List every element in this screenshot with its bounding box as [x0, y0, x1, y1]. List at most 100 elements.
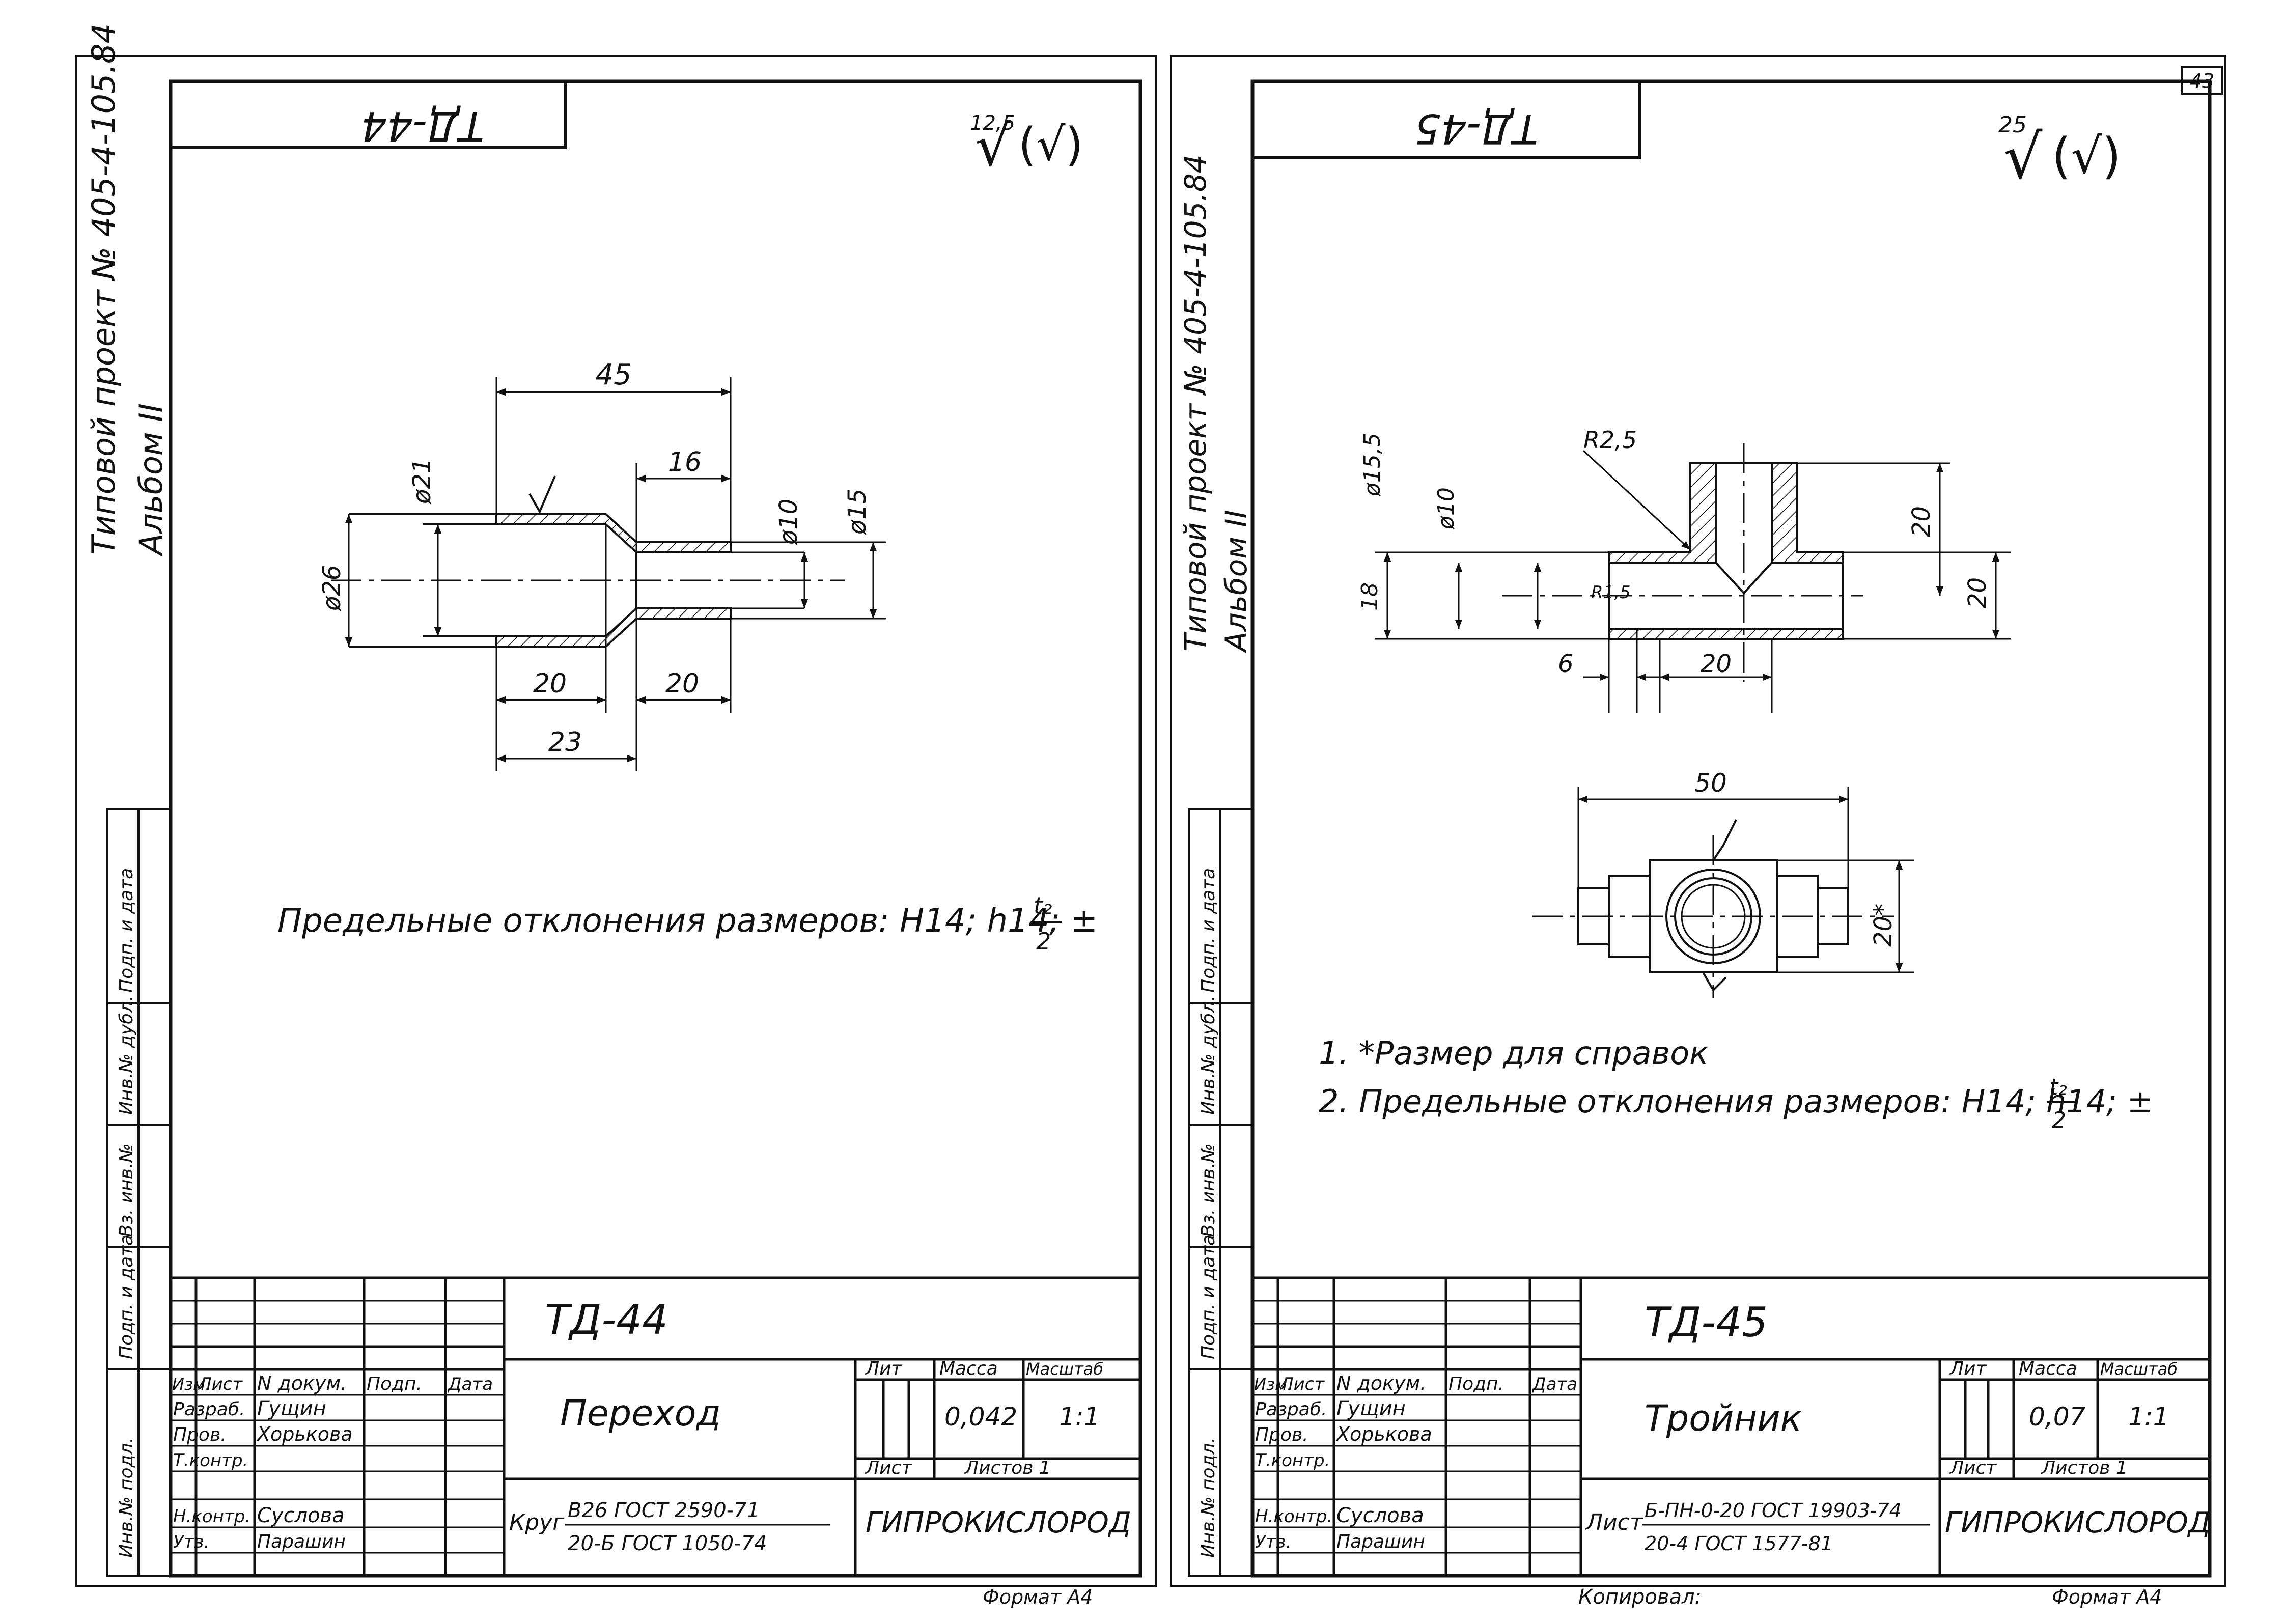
right-tb-h-izm: Изм. [1254, 1375, 1292, 1394]
right-side-col-5: Подп. и дата [1198, 868, 1219, 993]
right-tb-h-list: Лист [1279, 1374, 1325, 1394]
left-tb-r-nk: Н.контр. [173, 1506, 250, 1527]
right-tb-n-razrab: Гущин [1336, 1397, 1406, 1420]
left-title-block [171, 1276, 1140, 1576]
left-tb-n-razrab: Гущин [257, 1397, 326, 1420]
dim-18: 18 [1357, 582, 1383, 611]
left-side-col-3: Вз. инв.№ [116, 1143, 137, 1237]
right-tb-h-podp: Подп. [1448, 1374, 1504, 1394]
copied-by: Копировал: [1578, 1585, 1702, 1609]
right-side-columns [1188, 808, 1253, 1577]
dim-20-left: 20 [533, 668, 567, 699]
right-tb-listov: Листов 1 [2041, 1458, 2128, 1478]
right-tb-material-label: Лист [1585, 1509, 1643, 1535]
dim-20-star: 20* [1869, 904, 1898, 947]
left-tb-h-date: Дата [447, 1374, 493, 1394]
left-tb-r-utv: Утв. [173, 1532, 209, 1552]
dim-50: 50 [1694, 768, 1727, 798]
right-tb-r-utv: Утв. [1255, 1532, 1291, 1552]
left-tb-n-utv: Парашин [257, 1531, 346, 1552]
right-note-1: 1. *Размер для справок [1319, 1034, 1709, 1072]
right-tb-name: Тройник [1645, 1397, 1802, 1439]
right-tb-material-bottom: 20-4 ГОСТ 1577-81 [1645, 1532, 1833, 1555]
left-roughness-value: 12,5 [970, 111, 1015, 135]
dim-phi10-right: ø10 [1433, 487, 1459, 530]
right-tb-h-date: Дата [1531, 1374, 1577, 1394]
left-tb-scale: 1:1 [1059, 1402, 1100, 1432]
left-tb-n-prov: Хорькова [256, 1423, 353, 1445]
right-tb-list: Лист [1949, 1458, 1997, 1478]
right-tb-n-nk: Суслова [1336, 1504, 1424, 1527]
left-tb-r-razrab: Разраб. [173, 1399, 245, 1420]
dim-r25: R2,5 [1583, 426, 1637, 454]
left-tb-material-top: В26 ГОСТ 2590-71 [568, 1499, 760, 1522]
left-roughness-paren: (√) [1018, 118, 1083, 172]
dim-20-bottom: 20 [1701, 650, 1732, 678]
right-title-block [1252, 1276, 2210, 1576]
left-tolerance-note: Предельные отклонения размеров: H14; h14… [277, 902, 1098, 940]
right-tb-scale: 1:1 [2128, 1402, 2169, 1432]
left-tb-h-list: Лист [198, 1374, 243, 1394]
left-side-col-1: Инв.№ подл. [116, 1437, 137, 1558]
left-tb-material-bottom: 20-Б ГОСТ 1050-74 [568, 1532, 767, 1555]
right-sheet: Типовой проект № 405-4-105.84 Альбом II … [1170, 55, 2226, 1609]
right-tb-r-tk: Т.контр. [1255, 1450, 1330, 1471]
dim-23: 23 [548, 727, 582, 758]
dim-r15: R1,5 [1591, 582, 1631, 603]
dim-20-vertical: 20 [1907, 506, 1936, 537]
dim-16: 16 [668, 447, 702, 478]
right-roughness-value: 25 [1998, 112, 2027, 138]
left-tb-list: Лист [865, 1458, 912, 1478]
right-note-2: 2. Предельные отклонения размеров: H14; … [1319, 1083, 2154, 1120]
right-format: Формат А4 [2052, 1586, 2162, 1608]
left-tb-name: Переход [560, 1392, 721, 1434]
left-side-col-2: Подп. и дата [116, 1235, 137, 1359]
left-side-col-4: Инв.№ дубл. [116, 995, 137, 1115]
right-side-col-1: Инв.№ подл. [1198, 1437, 1219, 1558]
right-tb-r-razrab: Разраб. [1255, 1399, 1327, 1420]
dim-phi21: ø21 [408, 458, 436, 505]
left-sheet: Типовой проект № 405-4-105.84 Альбом II … [75, 23, 1157, 1608]
left-format: Формат А4 [983, 1586, 1093, 1608]
left-tb-n-nk: Суслова [257, 1504, 345, 1527]
right-tb-material-top: Б-ПН-0-20 ГОСТ 19903-74 [1645, 1499, 1902, 1522]
right-album-label: Альбом II [1219, 510, 1253, 654]
dim-20-right-end: 20 [1963, 577, 1992, 608]
tee-front-view [1375, 443, 2011, 713]
right-roughness-symbol: √ [2003, 122, 2043, 193]
right-tb-mass: 0,07 [2029, 1402, 2086, 1432]
right-tb-org: ГИПРОКИСЛОРОД [1945, 1506, 2211, 1539]
left-tb-org: ГИПРОКИСЛОРОД [866, 1506, 1131, 1539]
left-tb-material-label: Круг [509, 1509, 565, 1535]
right-tb-code: ТД-45 [1645, 1299, 1768, 1346]
right-stamp-code: ТД-45 [1415, 105, 1538, 152]
left-tb-listov: Листов 1 [964, 1458, 1051, 1478]
left-tb-scale-h: Масштаб [1026, 1359, 1103, 1379]
left-side-columns [106, 808, 172, 1577]
left-tb-h-doc: N докум. [257, 1372, 347, 1394]
left-stamp-code: ТД-44 [361, 102, 484, 150]
left-tb-mass-h: Масса [939, 1358, 998, 1379]
right-tb-scale-h: Масштаб [2100, 1359, 2178, 1379]
left-album-label: Альбом II [132, 403, 170, 557]
left-tb-code: ТД-44 [545, 1296, 668, 1343]
right-side-col-2: Подп. и дата [1198, 1235, 1219, 1359]
right-note-fraction-num: t₂ [2049, 1074, 2067, 1100]
right-tb-r-nk: Н.контр. [1255, 1506, 1332, 1527]
left-tb-h-podp: Подп. [367, 1374, 422, 1394]
dim-phi15: ø15 [843, 489, 872, 535]
right-tb-h-doc: N докум. [1336, 1372, 1426, 1394]
right-side-col-3: Вз. инв.№ [1198, 1143, 1219, 1237]
left-tb-r-prov: Пров. [173, 1424, 227, 1445]
left-project-label: Типовой проект № 405-4-105.84 [85, 23, 122, 555]
dim-20-right: 20 [665, 668, 699, 699]
dim-6: 6 [1558, 650, 1574, 678]
left-tb-mass: 0,042 [944, 1402, 1017, 1432]
right-side-col-4: Инв.№ дубл. [1198, 995, 1219, 1115]
left-tb-lit: Лит [865, 1358, 902, 1379]
left-tb-r-tk: Т.контр. [173, 1450, 248, 1471]
tee-top-view [1532, 787, 1914, 998]
dim-45: 45 [595, 358, 631, 391]
dim-phi10: ø10 [774, 499, 803, 545]
